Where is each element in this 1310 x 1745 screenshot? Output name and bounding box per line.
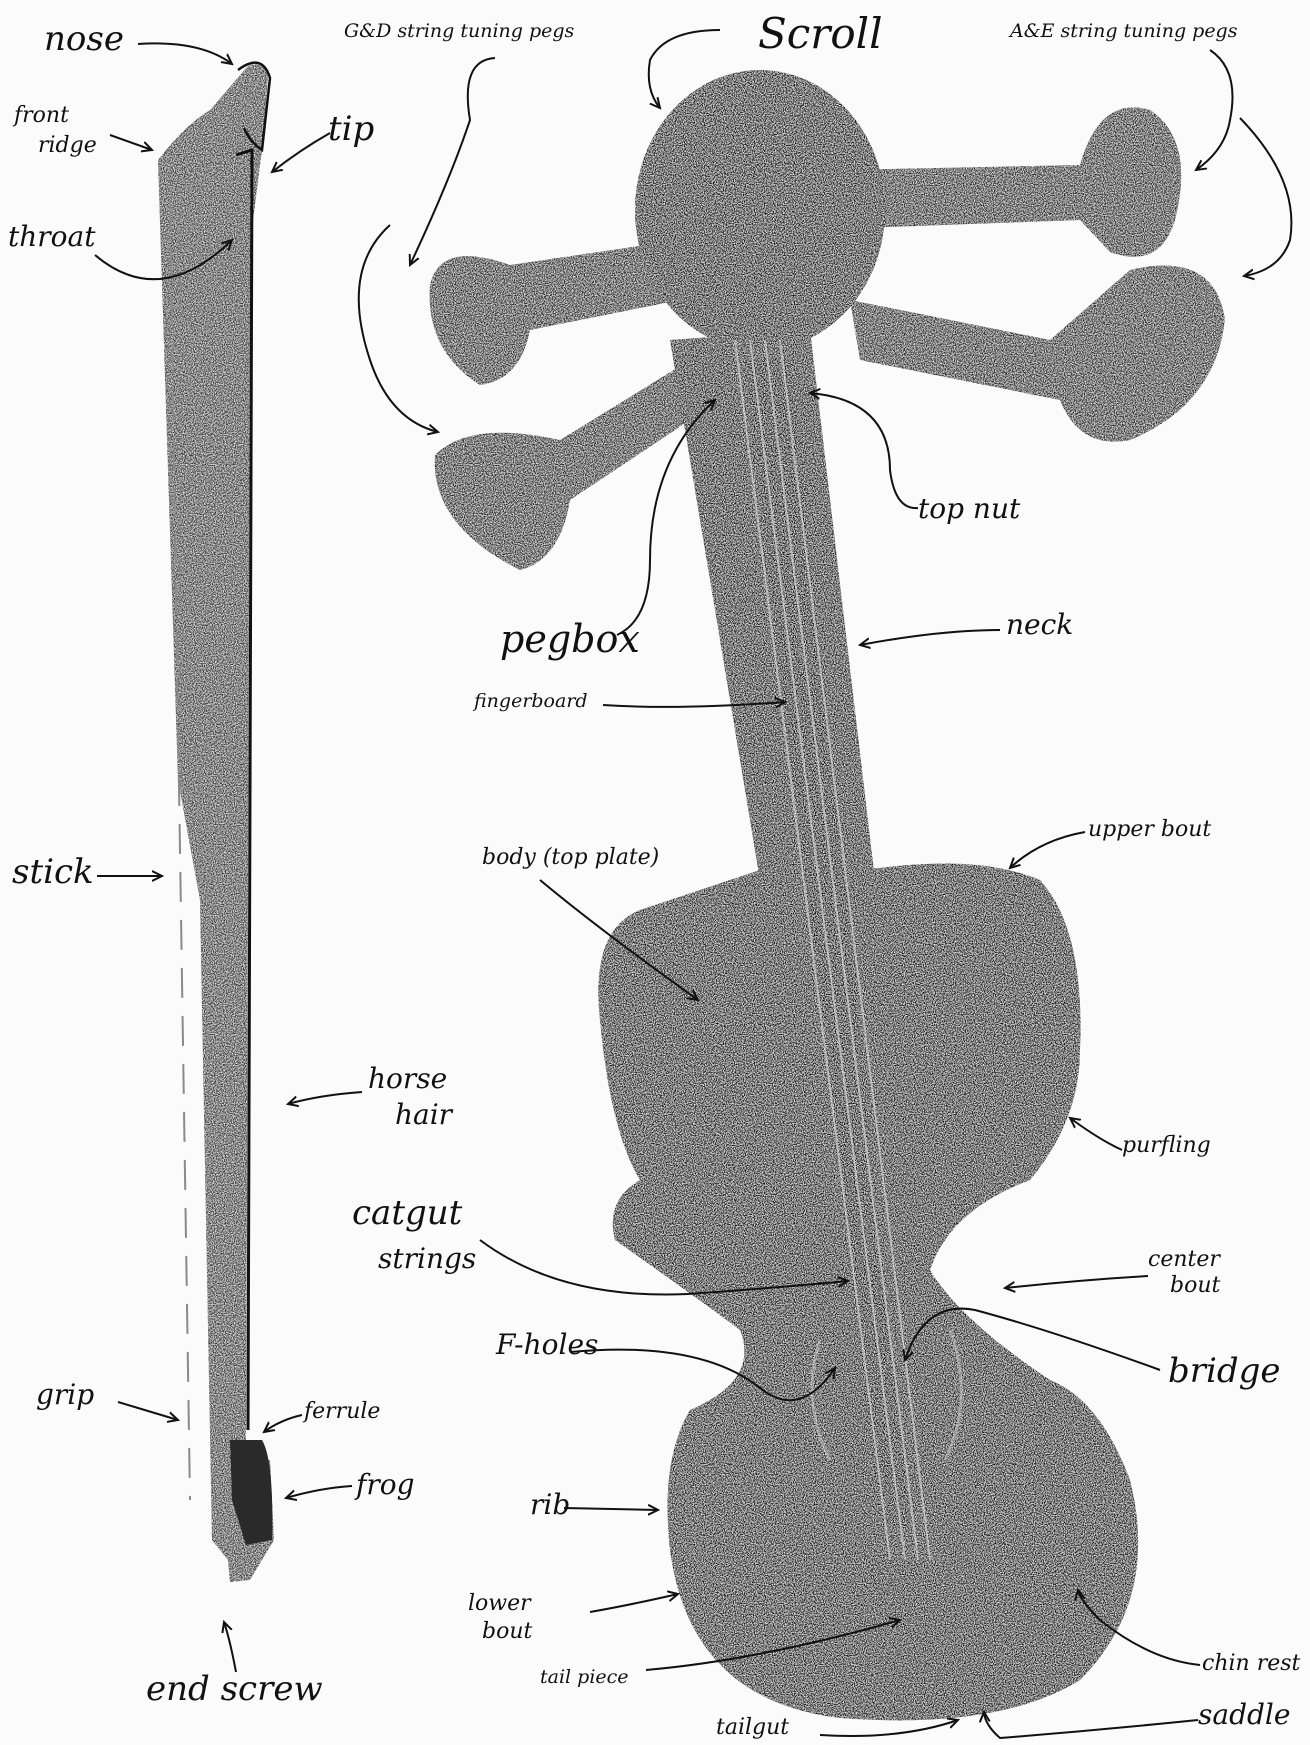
label-tip: tip — [328, 112, 374, 148]
label-frog: frog — [356, 1470, 415, 1499]
label-catgut-1: catgut — [352, 1196, 462, 1232]
label-horse-hair-2: hair — [395, 1100, 452, 1129]
label-pegbox: pegbox — [500, 620, 640, 660]
label-chin-rest: chin rest — [1202, 1652, 1300, 1675]
label-rib: rib — [530, 1490, 570, 1519]
scroll-head — [635, 70, 885, 350]
label-body-top-plate: body (top plate) — [482, 846, 659, 869]
label-saddle: saddle — [1198, 1700, 1290, 1729]
label-stick: stick — [12, 855, 94, 891]
label-lower-bout-2: bout — [482, 1620, 532, 1643]
label-ae-pegs: A&E string tuning pegs — [1010, 22, 1237, 42]
label-horse-hair-1: horse — [368, 1064, 447, 1093]
label-ferrule: ferrule — [304, 1400, 380, 1423]
peg-ae-upper — [840, 107, 1181, 256]
label-f-holes: F-holes — [496, 1330, 598, 1359]
label-front-ridge-1: front — [14, 104, 69, 127]
label-tailgut: tailgut — [716, 1716, 789, 1739]
bow-stick — [158, 64, 274, 1582]
label-throat: throat — [8, 222, 95, 251]
label-lower-bout-1: lower — [468, 1592, 531, 1615]
label-center-bout-1: center — [1148, 1248, 1220, 1271]
label-upper-bout: upper bout — [1088, 818, 1211, 841]
label-tail-piece: tail piece — [540, 1668, 629, 1688]
label-front-ridge-2: ridge — [38, 134, 97, 157]
label-end-screw: end screw — [146, 1672, 323, 1708]
bow — [158, 63, 274, 1582]
label-catgut-2: strings — [378, 1244, 476, 1273]
peg-gd-upper — [430, 240, 680, 385]
label-center-bout-2: bout — [1170, 1274, 1220, 1297]
peg-ae-lower — [850, 266, 1225, 442]
label-gd-pegs: G&D string tuning pegs — [344, 22, 574, 42]
label-top-nut: top nut — [918, 494, 1020, 523]
label-grip: grip — [36, 1380, 94, 1409]
label-fingerboard: fingerboard — [474, 692, 588, 712]
label-bridge: bridge — [1168, 1354, 1281, 1390]
label-scroll: Scroll — [758, 12, 883, 56]
label-nose: nose — [44, 22, 124, 58]
label-purfling: purfling — [1122, 1134, 1211, 1157]
label-neck: neck — [1006, 610, 1073, 639]
violin — [430, 70, 1225, 1720]
